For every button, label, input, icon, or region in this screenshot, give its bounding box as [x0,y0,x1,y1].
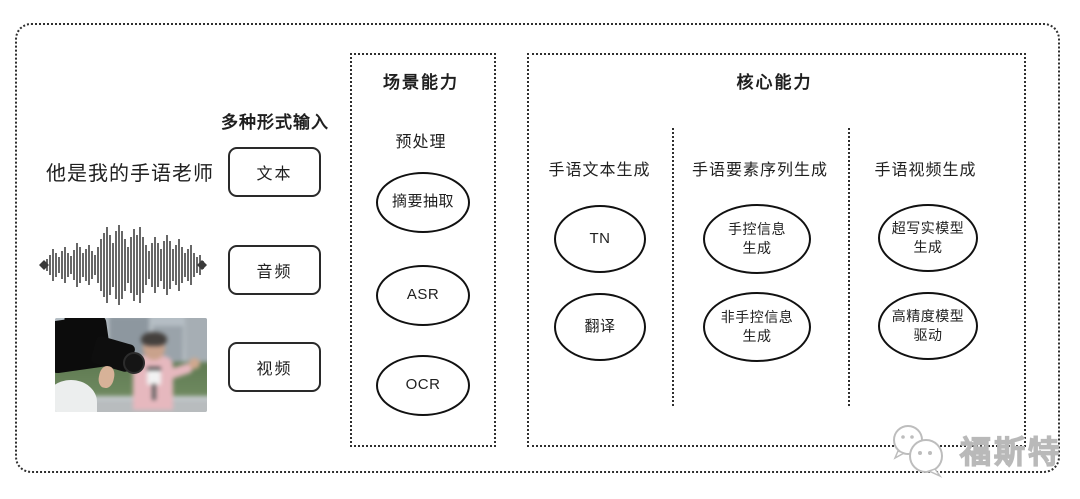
column-header-element-sequence-generation: 手语要素序列生成 [691,162,828,179]
watermark-text: 福斯特 [959,434,1062,470]
scene-capability-box [350,53,496,447]
column-divider-2 [848,128,850,406]
column-header-video-generation: 手语视频生成 [874,162,977,179]
node-manual-info-generation: 手控信息 生成 [703,204,811,274]
column-divider-1 [672,128,674,406]
node-translation: 翻译 [554,293,646,361]
input-box-text-label: 文本 [256,166,293,183]
node-summary-extraction: 摘要抽取 [376,172,470,233]
outer-frame [15,23,1060,473]
chat-bubbles-icon [893,425,943,478]
input-section-title: 多种形式输入 [221,113,329,132]
node-non-manual-info-generation: 非手控信息 生成 [703,292,811,362]
node-high-precision-model-driving: 高精度模型 驱动 [878,292,978,360]
node-asr: ASR [376,265,470,326]
core-capability-box [527,53,1026,447]
audio-waveform-icon [39,225,207,305]
video-input-photo [55,318,207,412]
core-capability-title: 核心能力 [736,73,813,92]
input-box-video: 视频 [228,342,321,392]
node-ocr: OCR [376,355,470,416]
input-box-audio-label: 音频 [256,264,293,281]
scene-capability-title: 场景能力 [383,73,459,92]
input-box-text: 文本 [228,147,321,197]
preprocess-label: 预处理 [395,134,447,151]
input-box-video-label: 视频 [256,361,293,378]
node-hyperreal-model-generation: 超写实模型 生成 [878,204,978,272]
input-box-audio: 音频 [228,245,321,295]
microphone [147,370,161,385]
node-tn: TN [554,205,646,273]
column-header-text-generation: 手语文本生成 [548,162,651,179]
watermark: 福斯特 [880,420,1062,478]
sample-sentence-text: 他是我的手语老师 [46,163,214,185]
